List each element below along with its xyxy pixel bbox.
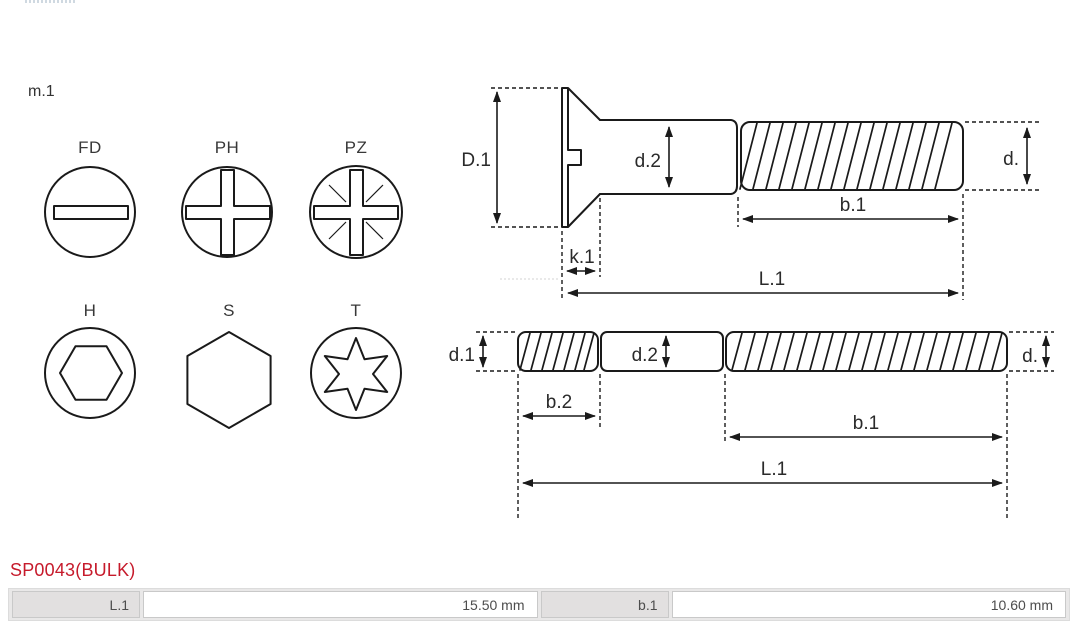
- drive-label-fd: FD: [78, 138, 102, 157]
- part-number: SP0043(BULK): [10, 560, 136, 580]
- screw-side-view: D.1 d.2 d. b.1 k.1 L.1: [461, 87, 1040, 300]
- spec-value-cell: 15.50 mm: [143, 591, 538, 618]
- drive-label-pz: PZ: [345, 138, 368, 157]
- drive-label-h: H: [84, 301, 97, 320]
- spec-value-cell: 10.60 mm: [671, 591, 1066, 618]
- thread-hatching: [739, 122, 953, 190]
- dim-left-thread-diameter: d.1: [449, 345, 475, 366]
- torx-icon: [310, 327, 402, 419]
- left-thread-hatching: [519, 332, 595, 371]
- hex-socket-icon: [44, 327, 136, 419]
- screw-thread: [740, 121, 964, 191]
- drive-symbol-slotted: FD: [44, 138, 136, 258]
- dim-head-height: k.1: [569, 247, 594, 268]
- dim-shank-diameter: d.2: [635, 151, 661, 172]
- phillips-icon: [181, 166, 273, 258]
- drive-label-t: T: [351, 301, 362, 320]
- dim-stud-total-length: L.1: [761, 459, 787, 480]
- top-edge-artifact: [25, 0, 77, 3]
- drive-symbol-hex-external: S: [186, 301, 272, 429]
- stud-view: d.1 d.2 d. b.2 b.1 L.1: [449, 331, 1054, 519]
- drive-symbol-torx: T: [310, 301, 402, 419]
- spec-label-cell: b.1: [540, 591, 669, 618]
- dim-thread-length: b.1: [840, 195, 866, 216]
- dim-thread-diameter: d.: [1003, 149, 1019, 170]
- drive-label-ph: PH: [215, 138, 240, 157]
- screw-shank: [599, 119, 738, 195]
- technical-drawing: m.1 FD PH PZ H S T: [28, 83, 1054, 519]
- stud-left-thread: [517, 331, 599, 372]
- spec-table: L.1 15.50 mm b.1 10.60 mm: [8, 588, 1070, 621]
- dim-head-diameter: D.1: [461, 150, 491, 171]
- slotted-icon: [44, 166, 136, 258]
- drive-symbol-phillips: PH: [181, 138, 273, 258]
- right-thread-hatching: [731, 332, 1003, 371]
- module-note: m.1: [28, 83, 55, 100]
- dim-right-thread-length: b.1: [853, 413, 879, 434]
- stud-right-thread: [725, 331, 1008, 372]
- spec-label-cell: L.1: [12, 591, 140, 618]
- drive-symbol-hex-socket: H: [44, 301, 136, 419]
- dim-stud-shank-diameter: d.2: [632, 345, 658, 366]
- dim-total-length: L.1: [759, 269, 785, 290]
- stud-shank: [600, 331, 724, 372]
- pozidriv-icon: [309, 165, 403, 259]
- dim-right-thread-diameter: d.: [1022, 346, 1038, 367]
- drive-label-s: S: [223, 301, 235, 320]
- hex-external-icon: [186, 331, 272, 429]
- screw-head: [561, 87, 601, 228]
- drive-symbol-pozidriv: PZ: [309, 138, 403, 259]
- dim-left-thread-length: b.2: [546, 392, 572, 413]
